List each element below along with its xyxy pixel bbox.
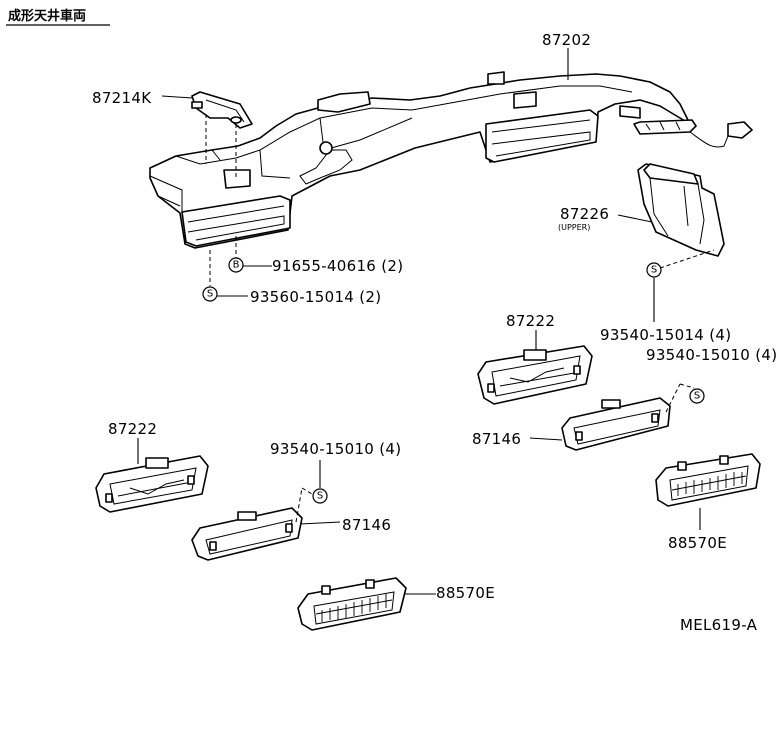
louver-left-88570e	[297, 577, 407, 631]
upper-duct-87226	[637, 163, 725, 257]
label-88570e-left: 88570E	[436, 584, 495, 602]
svg-text:S: S	[694, 391, 700, 402]
leader-87214k	[161, 95, 193, 99]
label-87226-note: (UPPER)	[558, 223, 590, 232]
label-screw-upper: 93540-15014 (4)	[600, 326, 731, 344]
leader-87146-right	[529, 437, 563, 441]
register-left-87222	[95, 455, 209, 513]
dash-upper-screw	[659, 249, 715, 269]
bolt-symbol-b: B	[228, 257, 244, 273]
dash-frame-left-2	[301, 487, 313, 495]
label-bolt-duct: 91655-40616 (2)	[272, 257, 403, 275]
svg-text:S: S	[651, 265, 657, 276]
frame-right-87146	[561, 397, 671, 451]
diagram-header: 成形天井車両	[8, 8, 86, 24]
label-87226: 87226	[560, 205, 609, 223]
label-87214k: 87214K	[92, 89, 152, 107]
screw-symbol-left-frame: S	[312, 488, 328, 504]
diagram-id: MEL619-A	[680, 616, 758, 634]
bracket-87214k	[191, 91, 253, 129]
register-right-87222	[477, 345, 593, 405]
svg-text:S: S	[317, 491, 323, 502]
label-87146-right: 87146	[472, 430, 521, 448]
screw-symbol-upper: S	[646, 262, 662, 278]
main-duct	[149, 71, 753, 249]
label-87222-right: 87222	[506, 312, 555, 330]
label-screw-left-frame: 93540-15010 (4)	[270, 440, 401, 458]
screw-symbol-right-frame: S	[689, 388, 705, 404]
dash-frame-left	[295, 487, 303, 523]
screw-symbol-duct: S	[202, 286, 218, 302]
leader-87226	[617, 214, 653, 223]
leader-87146-left	[299, 521, 341, 525]
louver-right-88570e	[655, 453, 761, 507]
svg-text:S: S	[207, 289, 213, 300]
label-87222-left: 87222	[108, 420, 157, 438]
label-87146-left: 87146	[342, 516, 391, 534]
dash-frame-right-2	[679, 383, 695, 389]
label-88570e-right: 88570E	[668, 534, 727, 552]
svg-text:B: B	[233, 260, 240, 271]
dash-frame-right	[665, 383, 681, 413]
label-screw-right-frame: 93540-15010 (4)	[646, 346, 777, 364]
frame-left-87146	[191, 507, 303, 561]
label-87202: 87202	[542, 31, 591, 49]
label-screw-duct: 93560-15014 (2)	[250, 288, 381, 306]
